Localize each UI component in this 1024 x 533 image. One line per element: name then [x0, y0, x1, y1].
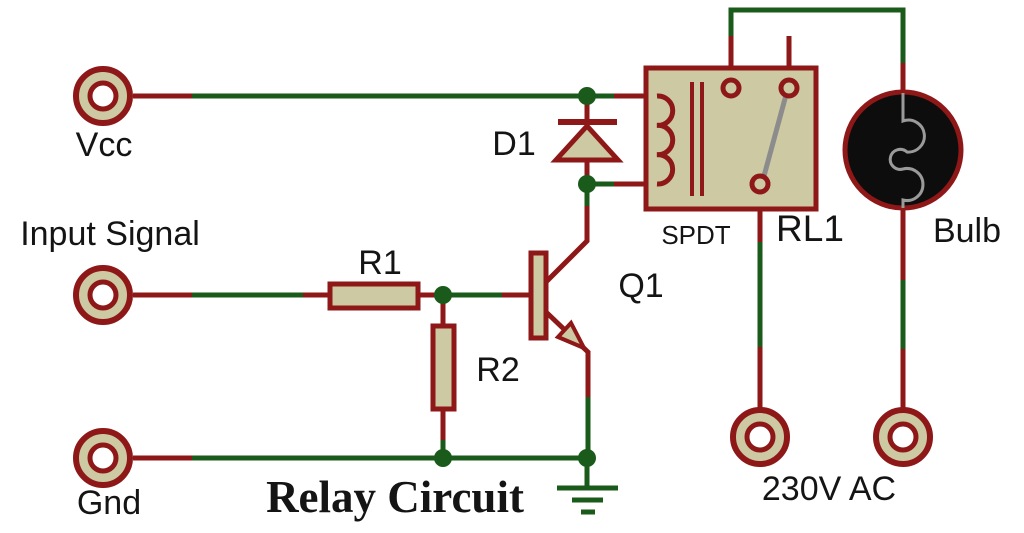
label-gnd: Gnd: [77, 484, 141, 522]
junction-dots: [434, 87, 596, 467]
terminal-vcc: [73, 66, 133, 126]
label-r2: R2: [476, 351, 519, 389]
diode-d1: [550, 119, 624, 163]
resistor-r2: [430, 323, 457, 412]
relay-pin-common: [749, 173, 771, 195]
relay-pin-nc: [720, 77, 742, 99]
label-ac-supply: 230V AC: [762, 470, 896, 508]
schematic-title: Relay Circuit: [266, 472, 524, 522]
resistor-r1: [327, 281, 421, 311]
terminal-hole: [87, 279, 119, 311]
wire-collector: [544, 206, 590, 284]
relay-switch-arm: [761, 92, 789, 179]
junction-dot: [434, 286, 452, 304]
label-input-signal: Input Signal: [20, 215, 200, 253]
label-r1: R1: [358, 244, 401, 282]
label-q1: Q1: [618, 267, 663, 305]
label-d1: D1: [492, 125, 535, 163]
diode-triangle: [550, 122, 624, 163]
bulb: [842, 89, 964, 211]
terminal-input-signal: [73, 265, 133, 325]
terminal-hole: [87, 442, 119, 474]
junction-dot: [434, 449, 452, 467]
wire-relay-to-bulb-top: [728, 7, 906, 64]
terminal-ac-right: [873, 407, 933, 467]
relay-rl1: [643, 65, 819, 212]
label-bulb: Bulb: [933, 212, 1001, 250]
transistor-base-bar: [528, 250, 549, 341]
junction-dot: [578, 175, 596, 193]
relay-pin-no: [778, 77, 800, 99]
label-spdt: SPDT: [661, 220, 730, 250]
relay-coil: [656, 93, 676, 187]
bulb-filament: [888, 93, 926, 208]
terminal-hole: [744, 421, 776, 453]
terminal-ac-left: [730, 407, 790, 467]
label-vcc: Vcc: [76, 126, 133, 164]
terminal-hole: [87, 80, 119, 112]
transistor-emitter-arrow: [554, 319, 589, 353]
ground-symbol: [557, 458, 618, 515]
junction-dot: [578, 87, 596, 105]
terminal-gnd: [73, 428, 133, 488]
transistor-q1: [528, 250, 589, 353]
label-rl1: RL1: [776, 208, 844, 249]
terminal-hole: [887, 421, 919, 453]
